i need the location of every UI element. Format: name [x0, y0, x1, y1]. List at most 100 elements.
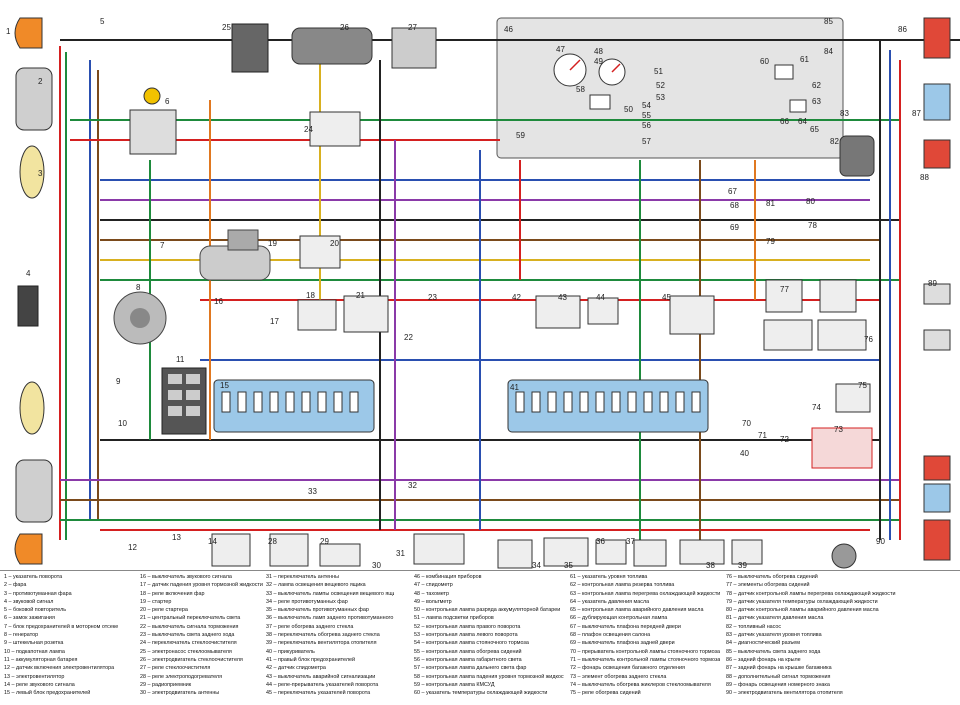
component-number: 82	[830, 137, 839, 146]
legend-entry: 72 – фонарь освещения багажного отделени…	[570, 665, 685, 672]
component-number: 58	[576, 85, 585, 94]
component-number: 7	[160, 241, 165, 250]
legend-entry: 6 – замок зажигания	[4, 615, 55, 622]
component-number: 36	[596, 537, 605, 546]
legend-entry: 60 – указатель температуры охлаждающей ж…	[414, 690, 548, 697]
component-number: 54	[642, 101, 651, 110]
legend-entry: 69 – выключатель плафона задней двери	[570, 640, 675, 647]
legend-entry: 79 – датчик указателя температуры охлажд…	[726, 598, 878, 605]
component-number: 35	[564, 561, 573, 570]
component-number: 85	[824, 17, 833, 26]
legend-entry: 78 – датчик контрольной лампы перегрева …	[726, 590, 896, 597]
wiper-motor	[291, 27, 373, 65]
ignition-lock	[129, 87, 177, 155]
component-number: 40	[740, 449, 749, 458]
legend-entry: 70 – прерыватель контрольной лампы стоян…	[570, 648, 720, 655]
component-number: 89	[928, 279, 937, 288]
legend-entry: 89 – фонарь освещения номерного знака	[726, 681, 830, 688]
legend-entry: 35 – выключатель противотуманных фар	[266, 607, 369, 614]
component-number: 71	[758, 431, 767, 440]
component-number: 64	[798, 117, 807, 126]
component-number: 74	[812, 403, 821, 412]
legend-entry: 68 – плафон освещения салона	[570, 632, 651, 639]
legend-entry: 7 – блок предохранителей в моторном отсе…	[4, 623, 119, 630]
component-number: 4	[26, 269, 31, 278]
legend-entry: 44 – реле-прерыватель указателей поворот…	[266, 681, 379, 688]
tachometer-gauge	[598, 58, 626, 86]
legend-entry: 8 – генератор	[4, 632, 39, 639]
component-number: 60	[760, 57, 769, 66]
wiper-relay	[391, 27, 437, 69]
rear-window-heater	[811, 427, 873, 469]
legend-entry: 66 – дублирующая контрольная лампа	[570, 615, 668, 622]
component-number: 24	[304, 125, 313, 134]
legend-entry: 62 – контрольная лампа резерва топлива	[570, 582, 675, 589]
legend-entry: 20 – реле стартера	[140, 607, 188, 614]
battery	[161, 367, 207, 435]
legend-entry: 30 – электродвигатель антенны	[140, 690, 220, 697]
legend-entry: 26 – электродвигатель стеклоочистителя	[140, 656, 243, 663]
instrument-cluster-panel	[496, 17, 844, 159]
component-number: 22	[404, 333, 413, 342]
legend-entry: 83 – датчик указателя уровня топлива	[726, 632, 822, 639]
component-number: 79	[766, 237, 775, 246]
legend-entry: 42 – датчик спидометра	[266, 665, 326, 672]
relay-boxes	[211, 111, 871, 569]
legend-entry: 41 – правый блок предохранителей	[266, 656, 355, 663]
legend-entry: 73 – элемент обогрева заднего стекла	[570, 673, 667, 680]
legend-entry: 56 – контрольная лампа габаритного света	[414, 656, 522, 663]
component-number: 43	[558, 293, 567, 302]
component-number: 34	[532, 561, 541, 570]
component-number: 61	[800, 55, 809, 64]
legend-entry: 54 – контрольная лампа стояночного тормо…	[414, 640, 529, 647]
legend-entry: 21 – центральный переключатель света	[140, 615, 241, 622]
legend-entry: 86 – задний фонарь на крыле	[726, 656, 801, 663]
legend-entry: 24 – переключатель стеклоочистителя	[140, 640, 237, 647]
legend-entry: 74 – выключатель обогрева жиклеров стекл…	[570, 681, 711, 688]
component-number: 62	[812, 81, 821, 90]
component-number: 2	[38, 77, 43, 86]
component-number: 41	[510, 383, 519, 392]
component-number: 6	[165, 97, 170, 106]
legend-entry: 90 – электродвигатель вентилятора отопит…	[726, 690, 843, 697]
component-number: 73	[834, 425, 843, 434]
legend-entry: 2 – фара	[4, 582, 27, 589]
component-number: 30	[372, 561, 381, 570]
legend-entry: 82 – топливный насос	[726, 623, 782, 630]
component-number: 51	[654, 67, 663, 76]
legend-entry: 40 – прикуриватель	[266, 648, 315, 655]
speedometer-gauge	[553, 53, 587, 87]
component-number: 57	[642, 137, 651, 146]
component-number: 70	[742, 419, 751, 428]
generator	[113, 291, 167, 345]
component-number: 78	[808, 221, 817, 230]
component-number: 67	[728, 187, 737, 196]
legend-column: 16 – выключатель звукового сигнала 17 – …	[140, 573, 268, 697]
component-number: 46	[504, 25, 513, 34]
component-number: 87	[912, 109, 921, 118]
legend-entry: 28 – реле электроподогревателя	[140, 673, 222, 680]
component-number: 31	[396, 549, 405, 558]
component-number: 66	[780, 117, 789, 126]
component-number-labels: 1 2 3 4 5 6 7 8 9 10 11 12 13 14 15 16 1…	[6, 17, 937, 570]
component-number: 76	[864, 335, 873, 344]
legend-entry: 51 – лампа подсветки приборов	[414, 615, 494, 622]
legend-entry: 1 – указатель поворота	[4, 574, 63, 580]
component-number: 11	[176, 355, 185, 364]
legend-entry: 77 – элементы обогрева сидений	[726, 582, 810, 589]
legend-column: 46 – комбинация приборов 47 – спидометр …	[414, 573, 564, 697]
legend-entry: 88 – дополнительный сигнал торможения	[726, 673, 831, 680]
legend-entry: 45 – переключатель указателей поворота	[266, 690, 371, 697]
component-number: 1	[6, 27, 11, 36]
component-number: 32	[408, 481, 417, 490]
legend-entry: 87 – задний фонарь на крышке багажника	[726, 665, 832, 672]
legend-column: 76 – выключатель обогрева сидений 77 – э…	[726, 573, 958, 697]
component-number: 59	[516, 131, 525, 140]
wiring-harness	[59, 39, 960, 540]
legend-entry: 3 – противотуманная фара	[4, 590, 72, 597]
component-number: 77	[780, 285, 789, 294]
legend-entry: 23 – выключатель света заднего хода	[140, 632, 235, 639]
legend-entry: 31 – переключатель антенны	[266, 574, 339, 580]
component-number: 65	[810, 125, 819, 134]
legend-entry: 5 – боковой повторитель	[4, 607, 67, 614]
